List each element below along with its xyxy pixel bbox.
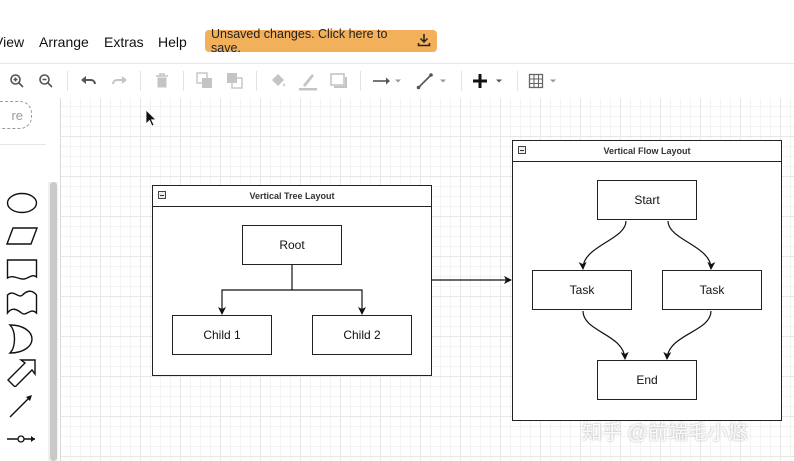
menu-view[interactable]: View (0, 34, 25, 50)
toolbar-separator (67, 71, 68, 91)
toolbar-separator (183, 71, 184, 91)
container-title: Vertical Tree Layout (153, 186, 431, 207)
parallelogram-shape-icon[interactable] (5, 226, 39, 251)
zoom-in-icon[interactable] (8, 70, 26, 92)
unsaved-changes-button[interactable]: Unsaved changes. Click here to save. (205, 27, 437, 55)
shape-sidebar: re (0, 98, 61, 461)
delete-icon[interactable] (153, 70, 171, 92)
node-end[interactable]: End (597, 360, 697, 400)
fill-color-icon[interactable] (268, 70, 288, 92)
toolbar-separator (360, 71, 361, 91)
toolbar-separator (140, 71, 141, 91)
menu-extras[interactable]: Extras (104, 34, 144, 50)
node-root[interactable]: Root (242, 225, 342, 265)
line-shape-icon[interactable] (8, 393, 34, 424)
toolbar (0, 63, 794, 99)
insert-icon[interactable] (472, 70, 506, 92)
document-shape-icon[interactable] (6, 258, 38, 287)
toolbar-separator (256, 71, 257, 91)
shadow-icon[interactable] (329, 70, 349, 92)
menu-arrange[interactable]: Arrange (39, 34, 89, 50)
node-child-1[interactable]: Child 1 (172, 315, 272, 355)
sidebar-divider (0, 144, 46, 145)
ellipse-shape-icon[interactable] (6, 192, 38, 219)
table-icon[interactable] (528, 70, 560, 92)
watermark: 知乎 @前端毛小悠 (582, 422, 748, 444)
or-shape-icon[interactable] (8, 323, 34, 360)
container-title: Vertical Flow Layout (513, 141, 781, 162)
menu-bar: View Arrange Extras Help Unsaved changes… (0, 0, 794, 62)
waypoints-icon[interactable] (416, 70, 450, 92)
arrow-shape-icon[interactable] (6, 357, 38, 392)
toolbar-separator (517, 71, 518, 91)
sidebar-scrollbar-thumb[interactable] (50, 182, 57, 461)
to-front-icon[interactable] (195, 70, 215, 92)
node-task-right[interactable]: Task (662, 270, 762, 310)
node-start[interactable]: Start (597, 180, 697, 220)
search-shapes-input[interactable]: re (0, 101, 32, 129)
undo-icon[interactable] (79, 70, 99, 92)
download-icon (417, 33, 431, 50)
collapse-icon[interactable] (158, 191, 166, 199)
mouse-cursor-icon (145, 109, 157, 132)
connection-icon[interactable] (372, 70, 404, 92)
redo-icon[interactable] (109, 70, 129, 92)
zoom-out-icon[interactable] (37, 70, 55, 92)
to-back-icon[interactable] (225, 70, 245, 92)
node-task-left[interactable]: Task (532, 270, 632, 310)
toolbar-separator (461, 71, 462, 91)
menu-help[interactable]: Help (158, 34, 187, 50)
collapse-icon[interactable] (518, 146, 526, 154)
connector-shape-icon[interactable] (6, 432, 36, 450)
unsaved-changes-label: Unsaved changes. Click here to save. (211, 27, 388, 55)
line-color-icon[interactable] (297, 70, 319, 92)
node-child-2[interactable]: Child 2 (312, 315, 412, 355)
tape-shape-icon[interactable] (6, 290, 38, 323)
